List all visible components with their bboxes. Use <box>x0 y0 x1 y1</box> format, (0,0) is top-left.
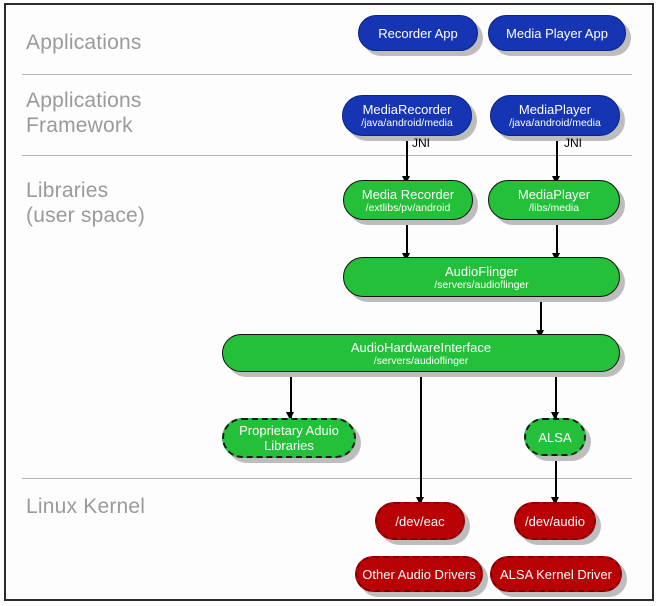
connector-label-jni-player: JNI <box>564 136 582 150</box>
node-body <box>355 556 483 592</box>
node-title: Media Player App <box>506 25 608 41</box>
node-title: Other Audio Drivers <box>362 566 476 582</box>
node-recorder-app[interactable]: Recorder App <box>358 15 483 56</box>
node-title: Media Recorder <box>361 186 455 202</box>
node-body <box>375 502 465 540</box>
arrowhead-ahi-to-alsa <box>551 412 559 420</box>
node-body <box>514 502 596 540</box>
node-subtitle: /extlibs/pv/android <box>365 201 451 214</box>
layer-label-libraries: Libraries (user space) <box>26 179 146 227</box>
node-proprietary-audio-libraries[interactable]: Proprietary Aduio Libraries <box>222 418 361 463</box>
node-subtitle: /java/android/media <box>361 117 453 129</box>
arrowhead-ahi-to-proprietary-libs <box>286 412 294 420</box>
node-media-recorder-lib[interactable]: Media Recorder /extlibs/pv/android <box>343 180 478 225</box>
node-mediarecorder-framework[interactable]: MediaRecorder /java/android/media <box>342 95 477 141</box>
divider-applications-framework <box>22 74 632 75</box>
node-title: MediaPlayer <box>518 102 592 117</box>
node-audioflinger[interactable]: AudioFlinger /servers/audioflinger <box>343 257 625 302</box>
connector-label-jni-recorder: JNI <box>412 136 430 150</box>
node-title: AudioFlinger <box>445 263 518 279</box>
node-dev-eac[interactable]: /dev/eac <box>375 502 470 545</box>
connector-ahi-to-proprietary-libs <box>290 371 292 419</box>
node-alsa-kernel-driver[interactable]: ALSA Kernel Driver <box>490 556 627 597</box>
connector-mediaplayer-jni <box>556 135 558 183</box>
node-title: AudioHardwareInterface <box>350 339 492 355</box>
node-body <box>490 95 620 136</box>
node-title: Proprietary Aduio Libraries <box>239 423 339 453</box>
node-body <box>222 418 356 458</box>
node-media-player-app[interactable]: Media Player App <box>488 15 631 56</box>
divider-framework-libraries <box>22 155 632 156</box>
node-audiohardwareinterface[interactable]: AudioHardwareInterface /servers/audiofli… <box>222 334 625 377</box>
arrowhead-ahi-to-dev-eac <box>416 497 424 505</box>
layer-label-linux-kernel: Linux Kernel <box>26 495 146 518</box>
connector-ahi-to-dev-eac <box>420 371 422 503</box>
node-mediaplayer-lib[interactable]: MediaPlayer /libs/media <box>488 180 625 225</box>
connector-alsa-to-dev-audio <box>555 457 557 503</box>
node-subtitle: /java/android/media <box>509 117 601 129</box>
connector-mediaplayer-to-audioflinger <box>556 219 558 261</box>
node-body <box>358 15 478 51</box>
node-title: MediaRecorder <box>362 102 452 117</box>
connector-ahi-to-alsa <box>555 371 557 419</box>
node-title: MediaPlayer <box>517 186 591 202</box>
node-mediaplayer-framework[interactable]: MediaPlayer /java/android/media <box>490 95 625 141</box>
node-body <box>488 180 620 220</box>
node-body <box>524 418 586 456</box>
connector-audioflinger-to-audiohardwareinterface <box>540 296 542 338</box>
node-body <box>488 15 626 51</box>
layer-label-applications-framework: Applications Framework <box>26 89 142 137</box>
node-subtitle: /libs/media <box>528 201 580 214</box>
node-other-audio-drivers[interactable]: Other Audio Drivers <box>355 556 488 597</box>
node-subtitle: /servers/audioflinger <box>373 354 469 367</box>
node-alsa[interactable]: ALSA <box>524 418 591 461</box>
divider-libraries-kernel <box>22 478 632 479</box>
node-body <box>222 334 620 372</box>
connector-mediarecorder-to-audioflinger <box>406 219 408 261</box>
node-dev-audio[interactable]: /dev/audio <box>514 502 601 545</box>
node-body <box>343 257 620 297</box>
node-subtitle: /servers/audioflinger <box>434 278 529 291</box>
node-title: /dev/audio <box>525 513 585 529</box>
node-title: ALSA Kernel Driver <box>500 566 612 582</box>
connector-mediarecorder-jni <box>406 135 408 183</box>
node-body <box>342 95 472 136</box>
node-title: Recorder App <box>378 25 458 41</box>
layer-label-applications: Applications <box>26 31 142 54</box>
node-title: /dev/eac <box>395 513 445 529</box>
arrowhead-alsa-to-dev-audio <box>551 497 559 505</box>
node-body <box>490 556 622 592</box>
node-body <box>343 180 473 220</box>
node-title: ALSA <box>538 429 572 445</box>
